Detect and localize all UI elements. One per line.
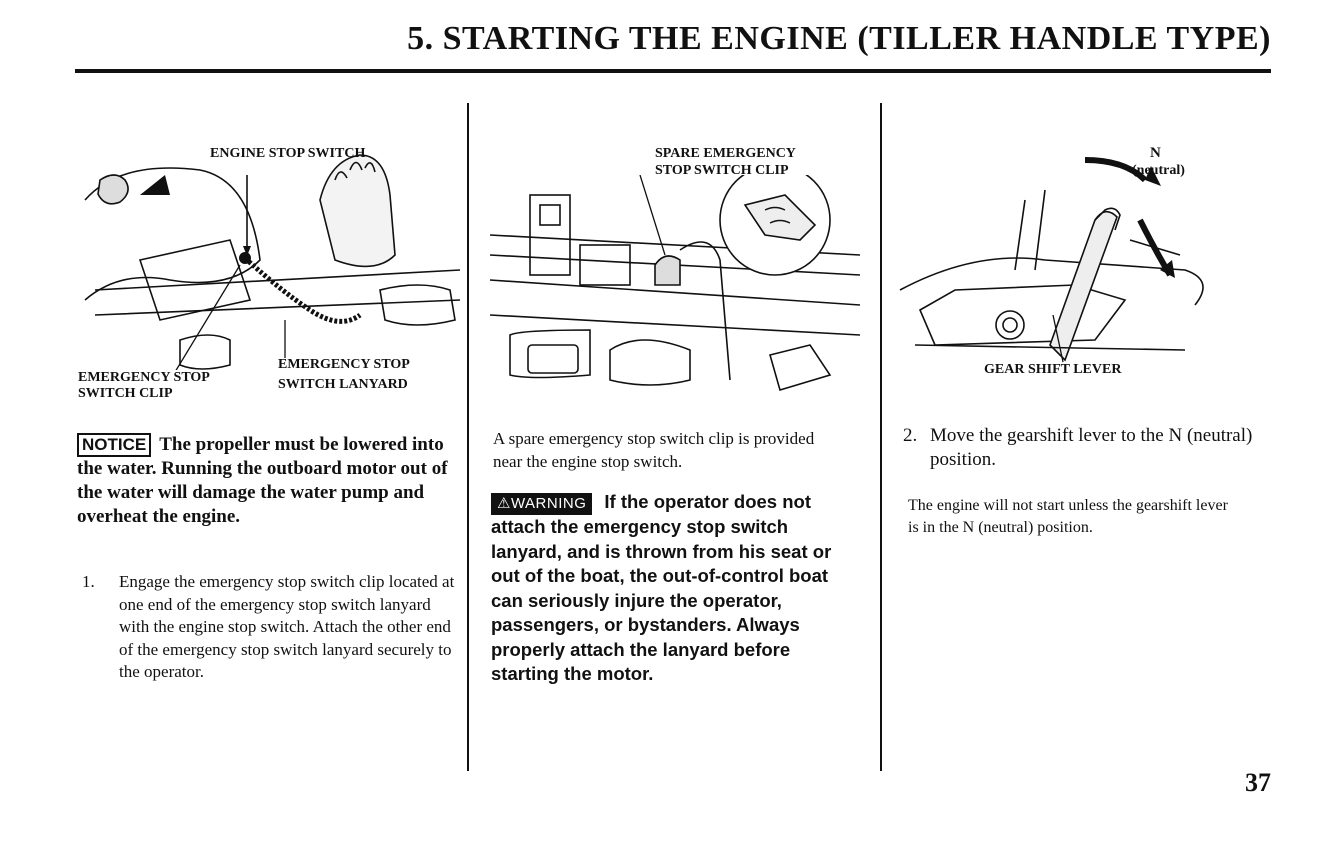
- step-1-text: Engage the emergency stop switch clip lo…: [119, 572, 455, 681]
- warning-text: If the operator does not attach the emer…: [491, 491, 832, 684]
- neutral-n-label: N: [1150, 145, 1161, 161]
- spare-clip-illustration: [489, 175, 861, 391]
- step-1-number: 1.: [82, 572, 95, 591]
- neutral-text-label: (neutral): [1132, 163, 1185, 178]
- gear-shift-illustration: [899, 157, 1204, 363]
- engine-stop-switch-label: ENGINE STOP SWITCH: [210, 146, 366, 161]
- warning-badge: ⚠WARNING: [491, 493, 593, 515]
- page-title: 5. STARTING THE ENGINE (TILLER HANDLE TY…: [407, 20, 1271, 57]
- spare-clip-label-2: STOP SWITCH CLIP: [655, 163, 789, 178]
- spare-clip-label-1: SPARE EMERGENCY: [655, 146, 796, 161]
- gear-shift-lever-label: GEAR SHIFT LEVER: [984, 362, 1122, 377]
- step-2-number: 2.: [903, 425, 918, 446]
- lanyard-label-1: EMERGENCY STOP: [278, 357, 410, 372]
- column-divider-left: [467, 103, 469, 771]
- gearshift-note: The engine will not start unless the gea…: [908, 497, 1228, 536]
- spare-clip-text: A spare emergency stop switch clip is pr…: [493, 429, 815, 471]
- step-2-text: Move the gearshift lever to the N (neutr…: [930, 425, 1253, 470]
- emergency-stop-clip-label-2: SWITCH CLIP: [78, 386, 173, 401]
- title-rule: [75, 69, 1271, 73]
- page-number: 37: [1245, 768, 1271, 797]
- emergency-stop-clip-label-1: EMERGENCY STOP: [78, 370, 210, 385]
- column-divider-right: [880, 103, 882, 771]
- engine-stop-switch-illustration: [84, 154, 461, 370]
- notice-badge: NOTICE: [77, 433, 152, 457]
- notice-text: The propeller must be lowered into the w…: [77, 434, 448, 527]
- lanyard-label-2: SWITCH LANYARD: [278, 377, 408, 392]
